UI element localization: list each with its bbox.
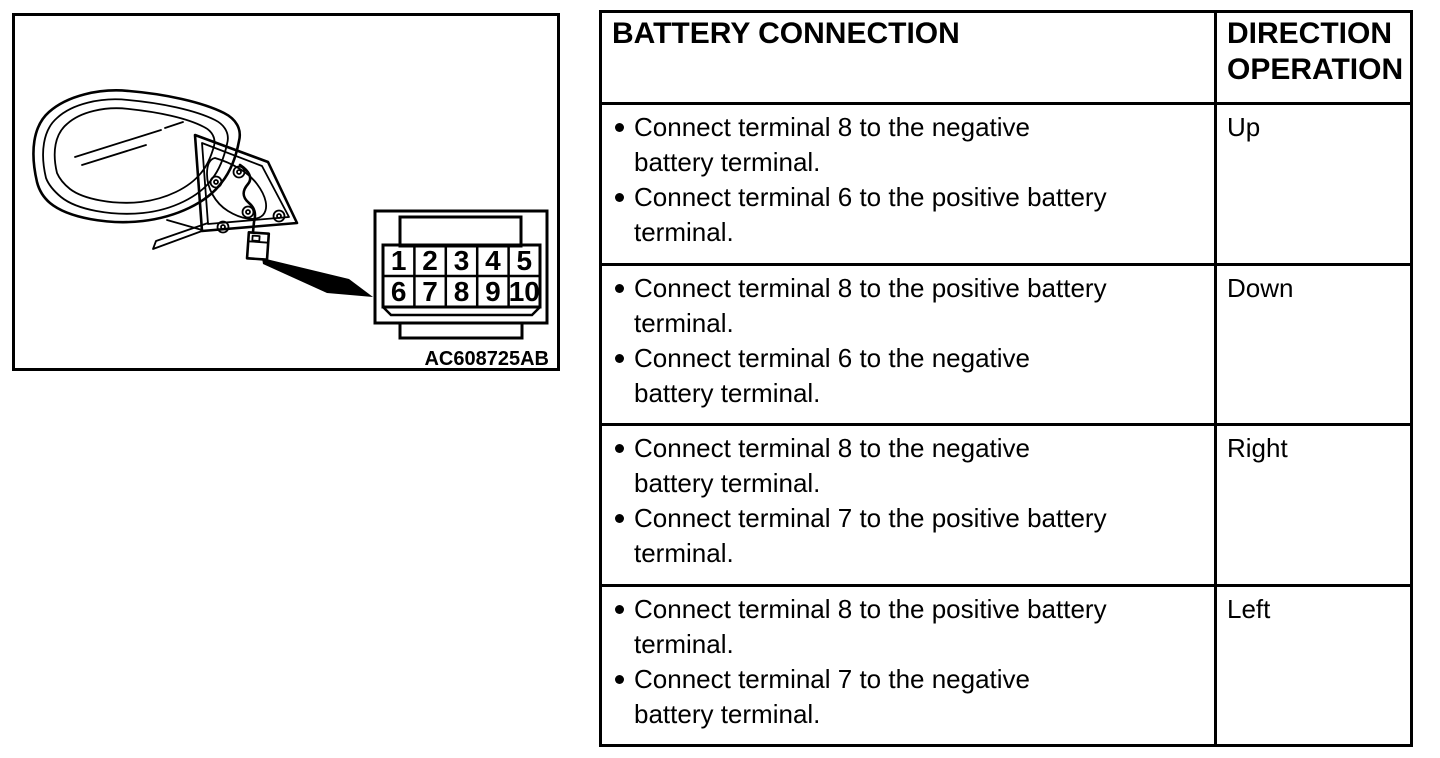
- battery-connection-cell: Connect terminal 8 to the positive batte…: [602, 586, 1217, 744]
- bullet-dot-icon: [615, 674, 624, 684]
- bullet-dot-icon: [615, 444, 624, 453]
- pin-number: 3: [454, 245, 470, 276]
- bullet-text: Connect terminal 7 to the positive batte…: [634, 503, 1107, 568]
- table-header-row: BATTERY CONNECTION DIRECTION OPERATION: [602, 13, 1410, 102]
- mirror-connector: [245, 231, 271, 261]
- bullet-item: Connect terminal 7 to the positive batte…: [615, 501, 1210, 571]
- battery-connection-cell: Connect terminal 8 to the negative batte…: [602, 426, 1217, 584]
- connector-bottom-tab: [398, 321, 524, 340]
- bullet-dot-icon: [615, 283, 624, 293]
- direction-cell: Up: [1227, 112, 1261, 142]
- bullet-dot-icon: [615, 123, 624, 132]
- bullet-text: Connect terminal 8 to the negative batte…: [634, 433, 1031, 498]
- pointer-arrow-icon: [262, 258, 373, 297]
- pin-number: 9: [485, 276, 501, 307]
- mirror-figure-panel: 1 2 3 4 5 6 7 8 9 10 AC608725AB: [12, 13, 560, 371]
- direction-cell: Down: [1227, 272, 1294, 303]
- pin-number: 10: [509, 276, 540, 307]
- bullet-text: Connect terminal 6 to the negative batte…: [634, 342, 1031, 408]
- direction-cell: Right: [1227, 433, 1288, 463]
- bullet-text: Connect terminal 6 to the positive batte…: [634, 182, 1107, 247]
- pin-number: 7: [422, 276, 438, 307]
- battery-connection-cell: Connect terminal 8 to the positive batte…: [602, 265, 1217, 423]
- connector-pinout-diagram: 1 2 3 4 5 6 7 8 9 10: [373, 209, 549, 340]
- bullet-dot-icon: [615, 193, 624, 202]
- bullet-dot-icon: [615, 353, 624, 363]
- col-header-battery-connection: BATTERY CONNECTION: [602, 13, 1217, 102]
- table-row: Connect terminal 8 to the negative batte…: [602, 102, 1410, 263]
- bullet-item: Connect terminal 7 to the negative batte…: [615, 662, 1210, 732]
- table-row: Connect terminal 8 to the positive batte…: [602, 583, 1410, 744]
- pin-number: 8: [454, 276, 470, 307]
- table-row: Connect terminal 8 to the positive batte…: [602, 262, 1410, 423]
- bullet-text: Connect terminal 8 to the positive batte…: [634, 272, 1107, 338]
- pin-number: 6: [391, 276, 407, 307]
- table-row: Connect terminal 8 to the negative batte…: [602, 423, 1410, 584]
- pin-number: 1: [391, 245, 407, 276]
- pin-number: 5: [517, 245, 533, 276]
- bullet-text: Connect terminal 8 to the positive batte…: [634, 593, 1107, 659]
- battery-connection-table: BATTERY CONNECTION DIRECTION OPERATION C…: [599, 10, 1413, 747]
- bullet-item: Connect terminal 8 to the positive batte…: [615, 271, 1210, 341]
- bullet-item: Connect terminal 8 to the negative batte…: [615, 431, 1210, 501]
- pin-number: 4: [485, 245, 501, 276]
- bullet-item: Connect terminal 8 to the negative batte…: [615, 110, 1210, 180]
- bullet-dot-icon: [615, 514, 624, 523]
- bullet-text: Connect terminal 8 to the negative batte…: [634, 112, 1031, 177]
- bullet-item: Connect terminal 8 to the positive batte…: [615, 592, 1210, 662]
- bullet-item: Connect terminal 6 to the positive batte…: [615, 180, 1210, 250]
- battery-connection-cell: Connect terminal 8 to the negative batte…: [602, 105, 1217, 263]
- bullet-dot-icon: [615, 604, 624, 614]
- pin-number: 2: [422, 245, 438, 276]
- col-header-direction-operation: DIRECTION OPERATION: [1227, 17, 1404, 86]
- door-mirror-illustration: [32, 89, 299, 261]
- connector-latch: [398, 215, 523, 248]
- direction-cell: Left: [1227, 593, 1271, 624]
- bullet-item: Connect terminal 6 to the negative batte…: [615, 341, 1210, 411]
- door-mirror-diagram: 1 2 3 4 5 6 7 8 9 10 AC608725AB: [32, 89, 549, 368]
- bullet-text: Connect terminal 7 to the negative batte…: [634, 663, 1031, 729]
- figure-code: AC608725AB: [424, 348, 549, 368]
